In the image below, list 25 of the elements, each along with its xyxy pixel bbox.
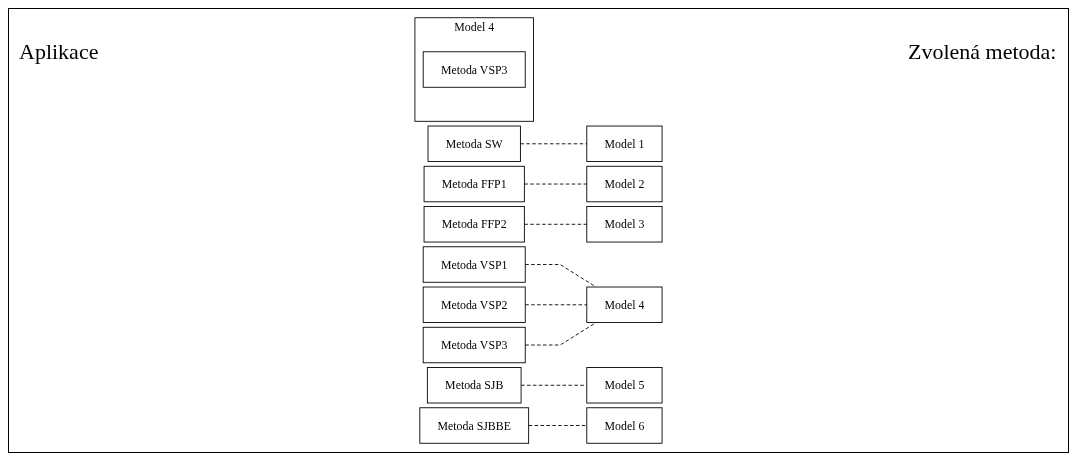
cluster — [414, 17, 534, 122]
node-box — [422, 246, 526, 283]
node-box — [422, 51, 526, 88]
node-box — [586, 206, 663, 243]
node-box — [422, 286, 526, 323]
text-label: Zvolená metoda: — [908, 39, 1058, 65]
node-box — [586, 367, 663, 404]
connector — [523, 183, 588, 185]
connector — [523, 223, 588, 225]
node-box — [423, 206, 525, 243]
node-box — [427, 125, 521, 162]
node-box — [419, 407, 530, 444]
connector — [524, 322, 597, 346]
node-box — [586, 125, 663, 162]
connector — [524, 264, 597, 288]
node-box — [422, 326, 526, 364]
node-box — [423, 165, 525, 203]
connector — [524, 304, 588, 306]
text-label: Aplikace — [19, 39, 100, 65]
diagram-frame: Aplikace Model 4 Metoda VSP3 Metoda SW Metoda FFP1 Metoda FFP2 Metoda VSP1 Metoda VSP2 Metoda VSP3 Metoda SJB Metoda SJBBE Model 1 Model 2 Model 3 Model 4 Model 5 Model 6 Zvolená metoda: — [8, 8, 1069, 453]
connector — [528, 425, 588, 426]
node-box — [586, 286, 663, 323]
node-box — [586, 165, 663, 203]
node-box — [586, 407, 663, 444]
node-box — [426, 367, 522, 404]
